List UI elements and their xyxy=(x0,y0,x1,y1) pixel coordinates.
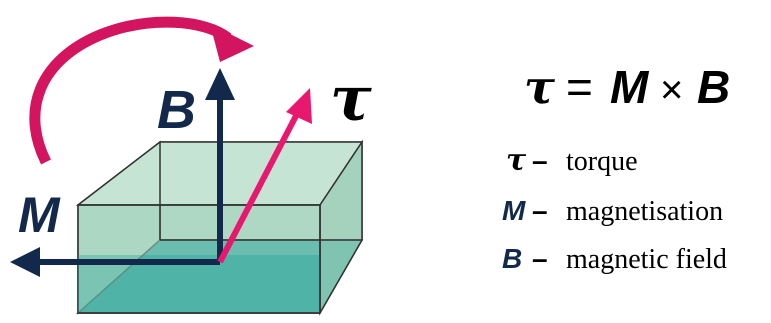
equation-times: × xyxy=(660,68,683,112)
legend-item: τ – torque xyxy=(506,143,638,178)
equation-b: B xyxy=(697,61,730,113)
rotation-arrow xyxy=(29,16,232,165)
equation-m: M xyxy=(610,61,650,113)
b-vector-head xyxy=(205,68,235,100)
equation-equals: = xyxy=(566,61,593,113)
legend-symbol-tau: τ xyxy=(506,143,527,178)
m-vector-head xyxy=(10,247,40,277)
box-front-teal xyxy=(78,255,320,313)
m-label: M xyxy=(18,187,61,243)
legend: τ – torque M – magnetisation B – magneti… xyxy=(502,143,727,275)
legend-symbol-b: B xyxy=(502,243,522,274)
box xyxy=(75,139,364,316)
legend-item: B – magnetic field xyxy=(502,243,727,275)
legend-dash: – xyxy=(532,195,548,226)
tau-vector-head xyxy=(286,88,312,124)
tau-vector-arrow xyxy=(217,110,301,264)
rotation-arrow-head xyxy=(210,24,254,62)
equation: τ = M × B xyxy=(524,60,730,114)
tau-label: τ xyxy=(330,62,372,135)
legend-dash: – xyxy=(532,243,548,274)
legend-dash: – xyxy=(532,145,548,176)
legend-text-torque: torque xyxy=(566,146,638,177)
b-label: B xyxy=(157,80,196,140)
legend-text-magnetic-field: magnetic field xyxy=(566,244,727,275)
legend-text-magnetisation: magnetisation xyxy=(566,196,723,227)
legend-item: M – magnetisation xyxy=(502,195,723,227)
legend-symbol-m: M xyxy=(502,195,526,226)
equation-lhs: τ xyxy=(524,60,555,114)
